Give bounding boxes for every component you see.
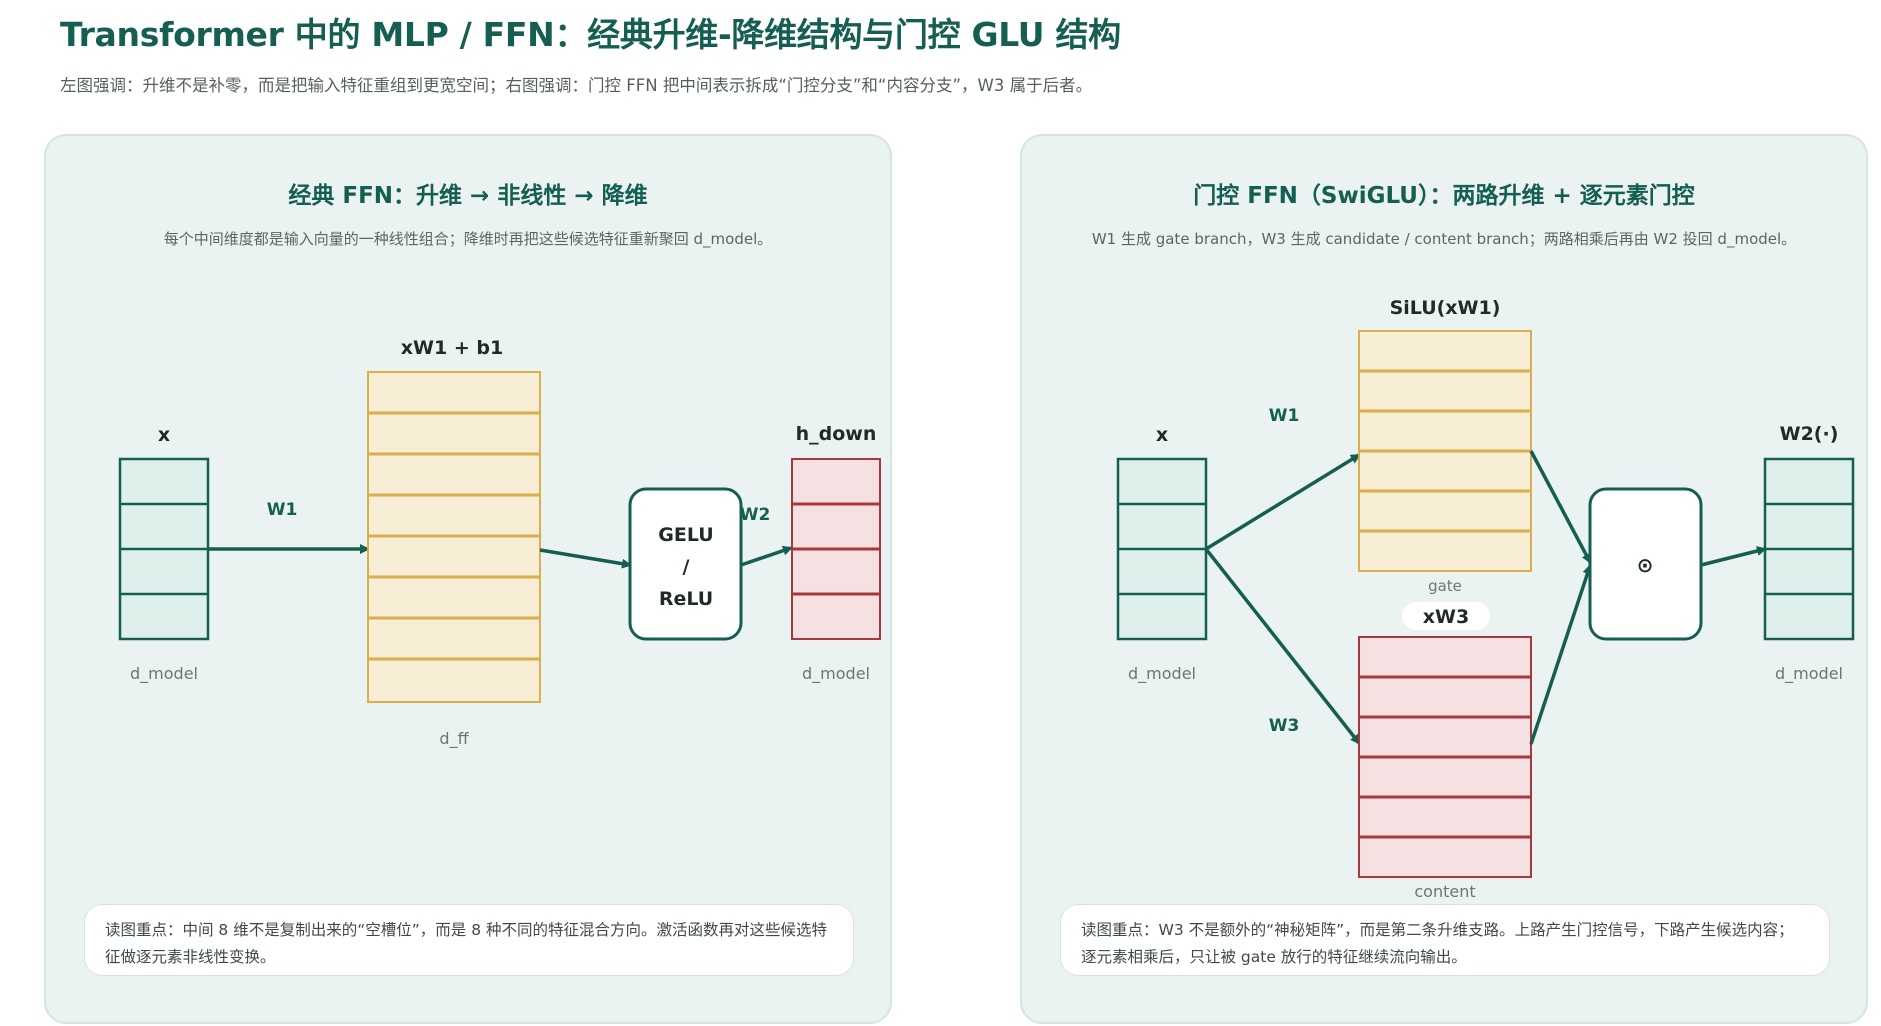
output-dim-label: d_model bbox=[802, 664, 870, 684]
classic-ffn-panel: 经典 FFN：升维 → 非线性 → 降维 每个中间维度都是输入向量的一种线性组合… bbox=[44, 134, 892, 1024]
classic-ffn-diagram: x d_model W1 xW1 + b1 d_ff GELU / bbox=[118, 337, 881, 749]
elementwise-multiply-symbol: ⊙ bbox=[1637, 553, 1654, 577]
input-dim-label: d_model bbox=[130, 664, 198, 684]
gated-input-dim-label: d_model bbox=[1128, 664, 1196, 684]
activation-label-line2: / bbox=[683, 556, 690, 578]
gated-output-dim-label: d_model bbox=[1775, 664, 1843, 684]
content-to-multiply-arrow bbox=[1529, 564, 1593, 745]
hidden-to-activation-arrow bbox=[539, 548, 632, 569]
w3-branch-arrow bbox=[1204, 547, 1361, 745]
gate-caption: gate bbox=[1428, 577, 1462, 595]
hidden-dim-label: d_ff bbox=[439, 729, 469, 749]
gate-branch-label: SiLU(xW1) bbox=[1390, 297, 1501, 319]
gated-ffn-note: 读图重点：W3 不是额外的“神秘矩阵”，而是第二条升维支路。上路产生门控信号，下… bbox=[1060, 904, 1830, 976]
classic-ffn-note: 读图重点：中间 8 维不是复制出来的“空槽位”，而是 8 种不同的特征混合方向。… bbox=[84, 904, 854, 976]
w3-label: W3 bbox=[1269, 716, 1300, 736]
hidden-label: xW1 + b1 bbox=[401, 337, 503, 359]
output-label: h_down bbox=[796, 423, 877, 445]
multiply-to-output-arrow bbox=[1700, 546, 1767, 567]
gate-vector bbox=[1358, 330, 1532, 572]
gated-w1-label: W1 bbox=[1269, 406, 1300, 426]
content-vector bbox=[1358, 636, 1532, 878]
gated-ffn-description: W1 生成 gate branch，W3 生成 candidate / cont… bbox=[1091, 230, 1797, 248]
content-branch-label: xW3 bbox=[1423, 606, 1469, 628]
gated-ffn-panel: 门控 FFN（SwiGLU）：两路升维 + 逐元素门控 W1 生成 gate b… bbox=[1020, 134, 1868, 1024]
input-vector bbox=[118, 457, 210, 641]
classic-ffn-description: 每个中间维度都是输入向量的一种线性组合；降维时再把这些候选特征重新聚回 d_mo… bbox=[163, 230, 773, 248]
hidden-vector bbox=[367, 371, 541, 703]
activation-label-line1: GELU bbox=[658, 524, 713, 546]
gated-input-vector bbox=[1116, 457, 1208, 641]
gate-to-multiply-arrow bbox=[1529, 450, 1592, 564]
content-label-pill bbox=[1402, 602, 1490, 630]
input-x-label: x bbox=[158, 424, 170, 446]
gated-ffn-diagram: x d_model W1 W3 SiLU(xW1) gate xW3 bbox=[1116, 297, 1855, 901]
w2-label: W2 bbox=[740, 505, 771, 525]
page-subtitle: 左图强调：升维不是补零，而是把输入特征重组到更宽空间；右图强调：门控 FFN 把… bbox=[60, 76, 1093, 95]
gated-output-vector bbox=[1763, 457, 1855, 641]
page-title: Transformer 中的 MLP / FFN：经典升维-降维结构与门控 GL… bbox=[60, 15, 1121, 54]
w1-branch-arrow bbox=[1205, 453, 1361, 551]
activation-label-line3: ReLU bbox=[659, 588, 713, 610]
w2-arrow bbox=[740, 545, 793, 567]
gated-input-x-label: x bbox=[1156, 424, 1168, 446]
output-vector bbox=[791, 458, 881, 640]
gated-ffn-title: 门控 FFN（SwiGLU）：两路升维 + 逐元素门控 bbox=[1193, 183, 1695, 209]
classic-ffn-title: 经典 FFN：升维 → 非线性 → 降维 bbox=[288, 183, 648, 209]
w1-label: W1 bbox=[267, 500, 298, 520]
gated-output-label: W2(·) bbox=[1780, 423, 1839, 445]
content-caption: content bbox=[1414, 882, 1475, 901]
